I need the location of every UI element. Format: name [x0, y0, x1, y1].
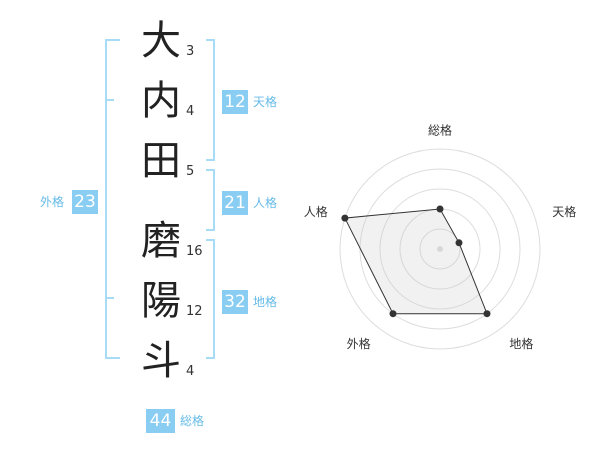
name-char-1: 大 — [141, 18, 181, 64]
radar-ring — [419, 228, 461, 270]
tenkaku-value-badge: 12 — [222, 90, 248, 114]
jinkaku-bracket — [206, 169, 215, 231]
radar-axis-label: 天格 — [552, 204, 576, 219]
radar-point — [389, 310, 397, 318]
name-char-6: 斗 — [141, 338, 181, 384]
tenkaku-label: 天格 — [253, 95, 278, 109]
radar-axis-label: 人格 — [304, 204, 328, 219]
stroke-count-6: 4 — [186, 364, 195, 379]
stroke-count-5: 12 — [186, 304, 203, 319]
radar-ring — [379, 188, 501, 310]
name-char-5: 陽 — [141, 278, 181, 324]
radar-axis-label: 地格 — [509, 336, 533, 351]
radar-point — [455, 239, 463, 247]
name-char-2: 内 — [141, 78, 181, 124]
radar-point — [341, 214, 349, 222]
soukaku-label: 総格 — [180, 414, 205, 428]
name-char-3: 田 — [141, 138, 181, 184]
jinkaku-value-badge: 21 — [222, 191, 248, 215]
radar-point — [483, 310, 491, 318]
stroke-count-4: 16 — [186, 244, 203, 259]
radar-axis-label: 総格 — [428, 123, 452, 138]
stroke-count-2: 4 — [186, 104, 195, 119]
radar-polygon — [344, 208, 488, 315]
radar-ring — [339, 148, 541, 350]
gaikaku-label: 外格 — [40, 195, 65, 209]
name-char-4: 磨 — [141, 218, 181, 264]
tenkaku-bracket — [206, 39, 215, 161]
radar-center-dot — [437, 246, 443, 252]
radar-axis-label: 外格 — [347, 336, 371, 351]
chikaku-value-badge: 32 — [222, 290, 248, 314]
chikaku-bracket — [206, 239, 215, 359]
gaikaku-value-badge: 23 — [72, 190, 98, 214]
stroke-count-1: 3 — [186, 44, 195, 59]
jinkaku-label: 人格 — [253, 196, 278, 210]
chikaku-label: 地格 — [253, 295, 278, 309]
soukaku-value-badge: 44 — [146, 409, 175, 433]
stroke-count-3: 5 — [186, 164, 195, 179]
radar-point — [436, 205, 444, 213]
gaikaku-bracket — [105, 39, 120, 359]
